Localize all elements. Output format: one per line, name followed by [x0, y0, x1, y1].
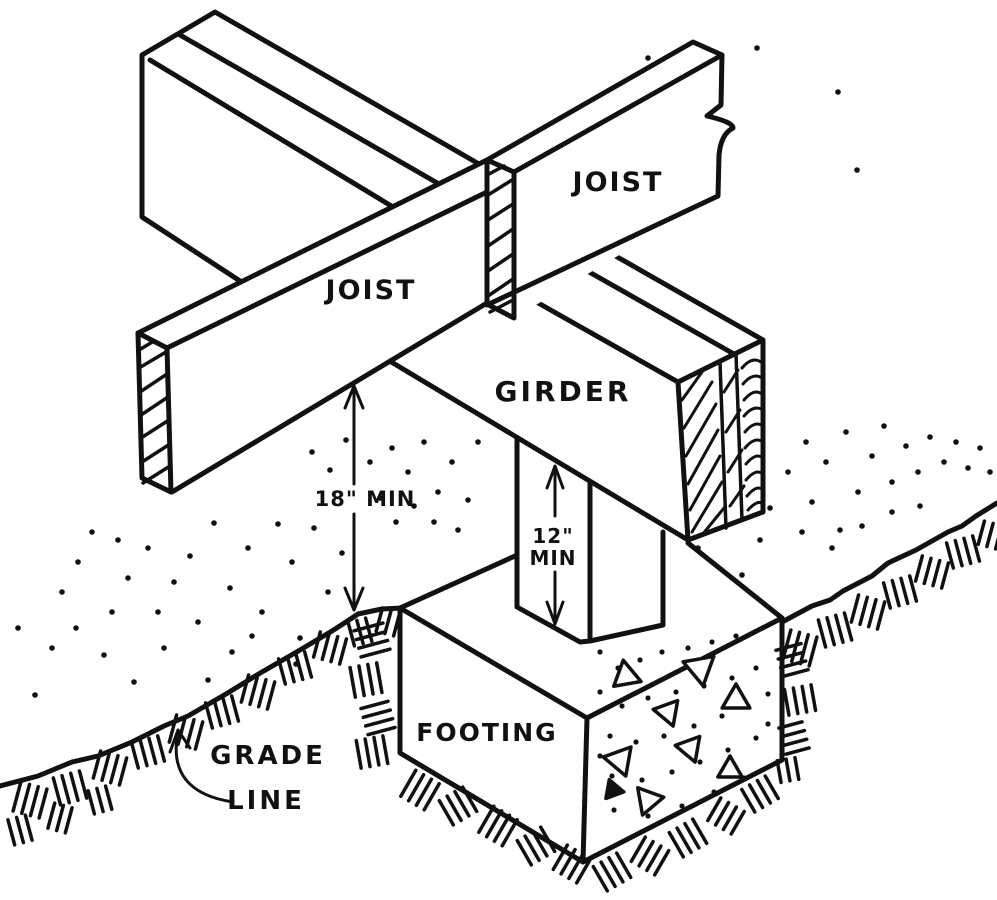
girder: GIRDER — [385, 247, 766, 543]
dimension-12in-value: 12" — [532, 524, 573, 548]
joist-left-label: JOIST — [324, 275, 417, 306]
grade-line-callout: GRADE LINE — [168, 728, 326, 816]
joist-right: JOIST — [484, 39, 736, 321]
rear-board — [139, 9, 482, 284]
grade-line-right — [779, 500, 997, 625]
joist-left: JOIST — [135, 157, 490, 495]
dimension-12in-unit: MIN — [529, 546, 576, 570]
joist-right-label: JOIST — [571, 167, 664, 198]
grade-line-left — [0, 605, 405, 789]
footing-label: FOOTING — [416, 718, 557, 747]
girder-label: GIRDER — [495, 375, 632, 408]
grade-label-word1: GRADE — [210, 741, 326, 771]
excavation-hatching — [348, 621, 818, 893]
dimension-12in-min: 12" MIN — [529, 464, 576, 626]
dimension-18in-label: 18" MIN — [315, 487, 416, 511]
post — [514, 435, 666, 645]
grade-label-word2: LINE — [227, 786, 305, 816]
concrete-texture-triangles — [601, 654, 752, 817]
dimension-18in-min: 18" MIN — [315, 384, 416, 612]
